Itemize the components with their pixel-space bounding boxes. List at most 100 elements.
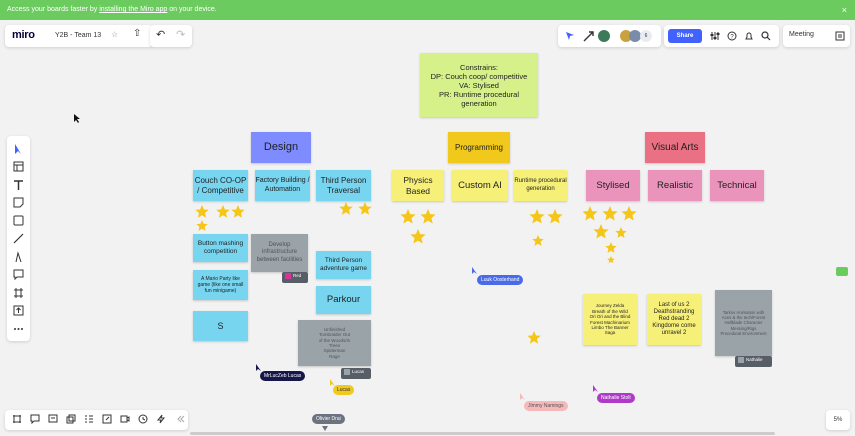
visual-arts-header[interactable]: Visual Arts [645,132,705,163]
star-sticker[interactable] [527,331,541,344]
settings-sliders-icon[interactable] [710,31,720,41]
notifications-icon[interactable] [744,31,754,41]
avatar-count[interactable]: 6 [640,30,652,42]
star-sticker[interactable] [231,205,245,218]
sticky-note[interactable]: Unfinished Tombraider Out of the Woods/I… [298,320,371,366]
share-screen-icon[interactable] [102,414,112,424]
close-banner-icon[interactable]: × [841,5,847,15]
star-sticker[interactable] [593,224,609,239]
programming-header[interactable]: Programming [448,132,510,163]
video-icon[interactable] [120,414,130,424]
sticky-note-icon[interactable] [7,197,30,209]
help-icon[interactable]: ? [727,31,737,41]
sticky-note[interactable]: Third Person Traversal [316,170,371,201]
star-sticker[interactable] [358,202,372,215]
board-menu-icon[interactable] [835,31,845,41]
share-tools-panel: Share ? [664,25,779,47]
export-icon[interactable]: ⇧ [133,28,142,39]
more-icon[interactable] [7,323,30,335]
sticky-note[interactable]: Physics Based [392,170,444,201]
svg-text:?: ? [730,35,734,41]
collapse-icon[interactable] [175,414,185,424]
star-sticker[interactable] [582,206,598,221]
star-sticker[interactable] [602,206,618,221]
constraints-note[interactable]: Constrains: DP: Couch coop/ competitive … [420,53,538,117]
star-sticker[interactable] [339,202,353,215]
sticky-note[interactable]: Couch CO-OP / Competitive [193,170,248,201]
reactions-icon[interactable] [564,30,576,42]
text-icon[interactable] [7,179,30,191]
star-sticker[interactable] [196,220,208,231]
sticky-note[interactable]: Technical [710,170,764,201]
star-icon[interactable]: ☆ [111,30,119,39]
cursor-icon[interactable] [7,143,30,155]
pen-icon[interactable] [7,251,30,263]
constraints-line: PR: Runtime procedural generation [438,89,520,108]
sticky-note[interactable]: Last of us 2 Deathstranding Red dead 2 K… [647,294,701,345]
star-sticker[interactable] [615,227,627,238]
star-sticker[interactable] [410,229,426,244]
sticky-note[interactable]: Button mashing competition [193,234,248,262]
chat-icon[interactable] [48,414,58,424]
sticky-note[interactable]: Realistic [648,170,702,201]
redo-icon[interactable]: ↷ [176,29,186,41]
sticky-note[interactable]: Journey Zelda Breath of the Wild Ori Ori… [583,294,637,345]
share-button[interactable]: Share [668,29,702,43]
sticky-note[interactable]: A Mario Party like game (like one small … [193,270,248,300]
star-sticker[interactable] [195,205,209,218]
horizontal-scrollbar[interactable] [190,432,775,435]
cards-icon[interactable] [66,414,76,424]
install-app-link[interactable]: installing the Miro app [99,6,168,13]
miro-logo[interactable]: miro [12,29,35,41]
sticky-note[interactable]: Tarkov Animation with Aces & the tech/Fo… [715,290,772,356]
timer-icon[interactable] [582,29,596,43]
search-icon[interactable] [761,31,771,41]
sticky-note[interactable]: Develop infrastructure between facilitie… [251,234,308,272]
timer-icon[interactable] [138,414,148,424]
undo-redo-panel: ↶ ↷ [150,25,192,47]
author-name: Red [293,273,302,279]
star-sticker[interactable] [532,235,544,246]
avatar [285,273,291,279]
star-sticker[interactable] [607,256,615,264]
comments-icon[interactable] [30,414,40,424]
star-sticker[interactable] [529,209,545,224]
frame-icon[interactable] [7,287,30,299]
templates-icon[interactable] [7,161,30,173]
frames-icon[interactable] [12,414,22,424]
shape-icon[interactable] [7,215,30,227]
sticky-note[interactable]: Parkour [316,286,371,314]
sticky-note[interactable]: Stylised [586,170,640,201]
avatar[interactable] [598,30,610,42]
line-icon[interactable] [7,233,30,245]
undo-icon[interactable]: ↶ [156,29,166,41]
star-sticker[interactable] [621,206,637,221]
star-sticker[interactable] [547,209,563,224]
sticky-note[interactable]: Third Person adventure game [316,251,371,279]
star-sticker[interactable] [605,242,617,253]
sticky-note[interactable]: Custom AI [452,170,508,201]
author-tag: Nathalie [735,356,772,367]
avatar [738,357,744,363]
side-panel-toggle[interactable] [836,267,848,276]
collaborator-cursor-label: MrLucZeb Lucas [260,371,306,381]
upload-icon[interactable] [7,305,30,317]
sticky-note[interactable]: Runtime procedural generation [514,170,567,201]
list-icon[interactable] [84,414,94,424]
lightning-icon[interactable] [156,414,166,424]
sticky-note[interactable]: S [193,311,248,341]
design-header[interactable]: Design [251,132,311,163]
collaborator-cursor-label: Lucas [333,385,355,395]
constraints-line: VA: Stylised [459,80,499,90]
star-sticker[interactable] [216,205,230,218]
meeting-button[interactable]: Meeting [789,31,814,38]
zoom-level[interactable]: 5% [826,410,850,430]
collaborator-cursor-label: Nathalie Stolt [597,393,635,403]
meeting-panel: Meeting [783,25,850,47]
board-name[interactable]: Y2B - Team 13 [55,32,102,39]
star-sticker[interactable] [420,209,436,224]
sticky-note[interactable]: Factory Building / Automation [255,170,310,201]
avatar[interactable] [629,30,641,42]
comment-icon[interactable] [7,269,30,281]
star-sticker[interactable] [400,209,416,224]
